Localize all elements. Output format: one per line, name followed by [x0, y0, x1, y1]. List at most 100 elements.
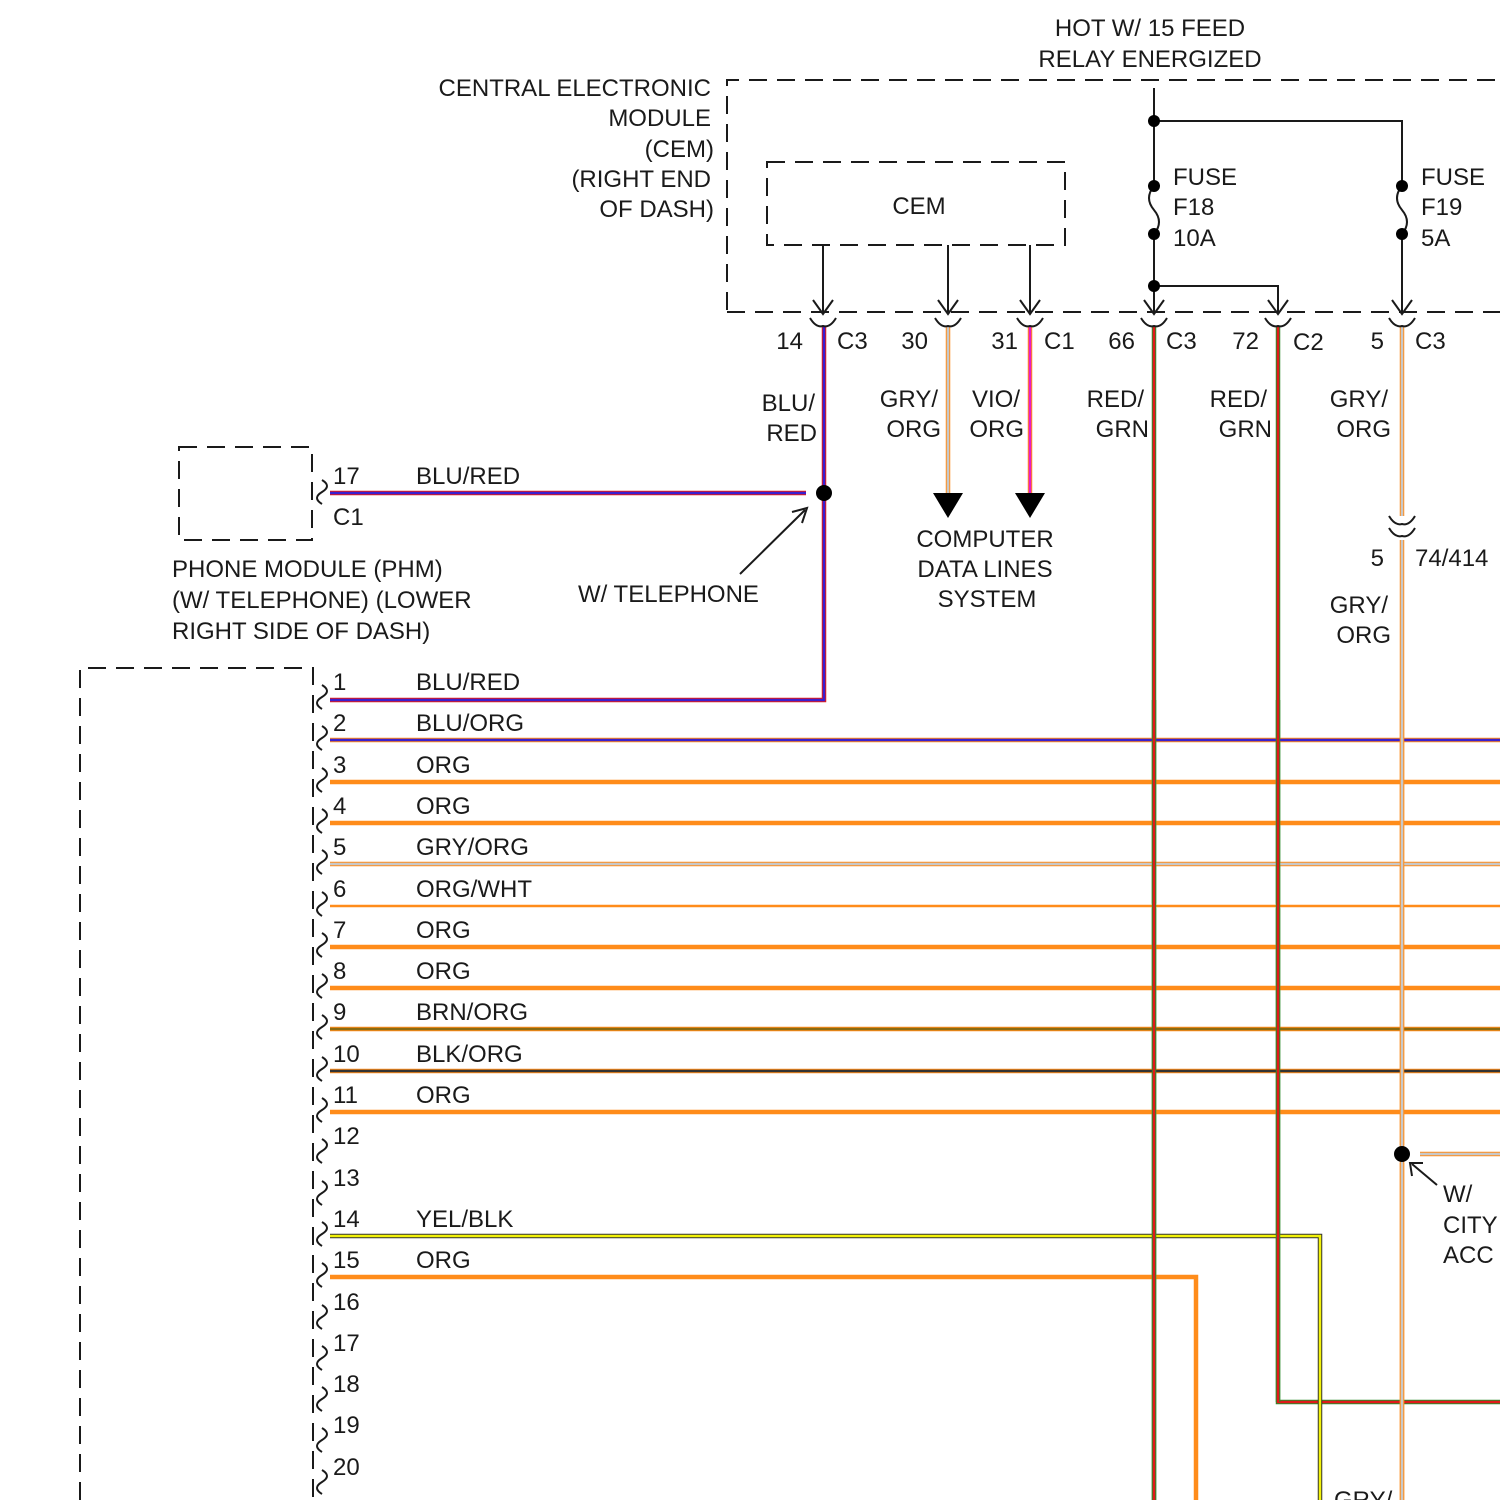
- inline-wire-label-line-1: GRY/: [1330, 592, 1389, 619]
- wire-label-31-line-2: ORG: [969, 416, 1024, 443]
- phone-module-pin: 17: [333, 463, 360, 490]
- telephone-splice: [816, 485, 832, 501]
- left-pin-14-connector-icon: [317, 1222, 327, 1246]
- cem-label-line-1: CENTRAL ELECTRONIC: [439, 75, 711, 102]
- cem-pin-14: 14: [776, 328, 803, 355]
- left-pin-19-number: 19: [333, 1412, 360, 1439]
- fuse-f18-line-1: FUSE: [1173, 164, 1237, 191]
- inline-connector-pin: 5: [1371, 545, 1384, 572]
- data-lines-line-3: SYSTEM: [938, 586, 1037, 613]
- wire-label-31-line-1: VIO/: [972, 386, 1020, 413]
- wire-label-14-line-2: RED: [766, 420, 817, 447]
- left-pin-10-connector-icon: [317, 1057, 327, 1081]
- left-pin-17-number: 17: [333, 1330, 360, 1357]
- fuse-f19-line-2: F19: [1421, 194, 1462, 221]
- wire-label-72-line-1: RED/: [1210, 386, 1268, 413]
- left-pin-6-connector-icon: [317, 892, 327, 916]
- left-pin-4-number: 4: [333, 793, 346, 820]
- left-pin-14-number: 14: [333, 1206, 360, 1233]
- data-line-arrow-right-icon: [1015, 493, 1045, 518]
- left-module-outline: [80, 668, 313, 1500]
- wire-label-30-line-1: GRY/: [880, 386, 939, 413]
- left-pin-16-number: 16: [333, 1289, 360, 1316]
- cem-pin-66: 66: [1108, 328, 1135, 355]
- phone-module-label-line-3: RIGHT SIDE OF DASH): [172, 618, 430, 645]
- phone-module-connector-icon: [317, 480, 327, 504]
- city-acc-line-2: CITY: [1443, 1212, 1498, 1239]
- wires-layer: [330, 326, 1500, 1500]
- fuse-f18-line-2: F18: [1173, 194, 1214, 221]
- bottom-wire-label: GRY/: [1334, 1487, 1393, 1500]
- left-pin-13-number: 13: [333, 1165, 360, 1192]
- cem-internal-arrows: [813, 245, 1040, 314]
- wire-label-5-line-1: GRY/: [1330, 386, 1389, 413]
- left-pin-1-wire-label: BLU/RED: [416, 669, 520, 696]
- cem-pin-66-connector: C3: [1166, 328, 1197, 355]
- left-pin-3-connector-icon: [317, 768, 327, 792]
- left-pin-4-connector-icon: [317, 809, 327, 833]
- cem-label-line-3: (CEM): [645, 136, 714, 163]
- wire-label-5-line-2: ORG: [1336, 416, 1391, 443]
- fuse-f19-line-1: FUSE: [1421, 164, 1485, 191]
- left-pin-18-connector-icon: [317, 1387, 327, 1411]
- left-pin-16-connector-icon: [317, 1305, 327, 1329]
- left-pin-20-number: 20: [333, 1454, 360, 1481]
- cem-label-line-2: MODULE: [608, 105, 711, 132]
- cem-connector-cups: [810, 318, 1415, 326]
- wire-label-66-line-2: GRN: [1096, 416, 1149, 443]
- left-pin-8-wire-label: ORG: [416, 958, 471, 985]
- left-pin-11-number: 11: [333, 1082, 358, 1109]
- cem-pin-14-connector: C3: [837, 328, 868, 355]
- left-pin-4-wire-label: ORG: [416, 793, 471, 820]
- left-pin-12-number: 12: [333, 1123, 360, 1150]
- left-pin-18-number: 18: [333, 1371, 360, 1398]
- city-acc-line-3: ACC: [1443, 1242, 1494, 1269]
- header-line-2: RELAY ENERGIZED: [1038, 46, 1261, 73]
- city-acc-splice: [1394, 1146, 1410, 1162]
- cem-pin-31-connector: C1: [1044, 328, 1075, 355]
- data-lines-line-1: COMPUTER: [916, 526, 1053, 553]
- left-pin-12-connector-icon: [317, 1139, 327, 1163]
- left-pin-1-connector-icon: [317, 685, 327, 709]
- phone-module-connector: C1: [333, 504, 364, 531]
- left-pin-5-number: 5: [333, 834, 346, 861]
- cem-pin-72-connector: C2: [1293, 329, 1324, 356]
- left-pin-6-wire-label: ORG/WHT: [416, 876, 532, 903]
- left-pin-11-wire-label: ORG: [416, 1082, 471, 1109]
- wire-label-14-line-1: BLU/: [762, 390, 816, 417]
- left-pin-6-number: 6: [333, 876, 346, 903]
- fuse-f19-line-3: 5A: [1421, 225, 1450, 252]
- left-pin-19-connector-icon: [317, 1428, 327, 1452]
- inline-wire-label-line-2: ORG: [1336, 622, 1391, 649]
- header-line-1: HOT W/ 15 FEED: [1055, 15, 1245, 42]
- left-pin-1-number: 1: [333, 669, 346, 696]
- left-pin-3-wire-label: ORG: [416, 752, 471, 779]
- phone-module-wire-label: BLU/RED: [416, 463, 520, 490]
- cem-pin-31: 31: [991, 328, 1018, 355]
- wire-label-66-line-1: RED/: [1087, 386, 1145, 413]
- left-pin-9-wire-label: BRN/ORG: [416, 999, 528, 1026]
- left-pin-7-connector-icon: [317, 933, 327, 957]
- left-pin-8-number: 8: [333, 958, 346, 985]
- left-pin-5-connector-icon: [317, 850, 327, 874]
- left-pin-7-number: 7: [333, 917, 346, 944]
- left-pin-9-number: 9: [333, 999, 346, 1026]
- wire-label-30-line-2: ORG: [886, 416, 941, 443]
- left-pin-2-wire-label: BLU/ORG: [416, 710, 524, 737]
- phone-module-label-line-1: PHONE MODULE (PHM): [172, 556, 443, 583]
- wire-label-72-line-2: GRN: [1219, 416, 1272, 443]
- fuse-f18-icon: [1149, 186, 1159, 234]
- fuse-f19-icon: [1397, 186, 1407, 234]
- left-pin-14-wire-label: YEL/BLK: [416, 1206, 513, 1233]
- left-pin-8-connector-icon: [317, 974, 327, 998]
- w-telephone-label: W/ TELEPHONE: [578, 581, 759, 608]
- cem-inner-label: CEM: [892, 193, 945, 220]
- phone-module-label-line-2: (W/ TELEPHONE) (LOWER: [172, 587, 472, 614]
- left-pin-2-number: 2: [333, 710, 346, 737]
- inline-connector-name: 74/414: [1415, 545, 1488, 572]
- cem-pin-5-connector: C3: [1415, 328, 1446, 355]
- left-pin-10-number: 10: [333, 1041, 360, 1068]
- left-pin-20-connector-icon: [317, 1470, 327, 1494]
